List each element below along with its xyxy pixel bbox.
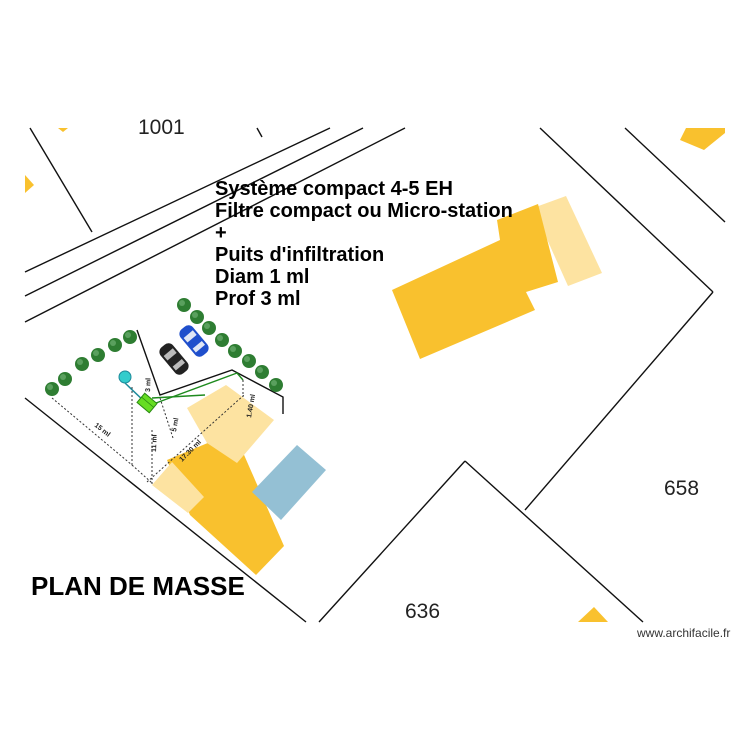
car-black xyxy=(159,343,189,375)
tree-icon xyxy=(177,298,191,312)
parcel-label-1001: 1001 xyxy=(138,116,185,139)
tree-icon xyxy=(255,365,269,379)
tree-icon xyxy=(91,348,105,362)
dimension-lines xyxy=(51,380,245,486)
note-line: Prof 3 ml xyxy=(215,288,301,310)
installation-notes: Système compact 4-5 EH Filtre compact ou… xyxy=(215,178,513,310)
note-line: Diam 1 ml xyxy=(215,266,310,288)
watermark: www.archifacile.fr xyxy=(637,626,731,640)
treatment-tank xyxy=(136,392,158,414)
house-main xyxy=(392,196,602,359)
note-line: Puits d'infiltration xyxy=(215,244,385,266)
tree-icon xyxy=(58,372,72,386)
tree-icon xyxy=(269,378,283,392)
tree-icon xyxy=(228,344,242,358)
note-line: Filtre compact ou Micro-station xyxy=(215,200,513,222)
neighbour-buildings xyxy=(25,128,725,622)
parcel-label-636: 636 xyxy=(405,600,441,623)
tree-icon xyxy=(242,354,256,368)
dim-label: 3 ml xyxy=(145,378,152,392)
dim-label: 5 ml xyxy=(171,417,180,432)
note-line: Système compact 4-5 EH xyxy=(215,178,453,200)
tree-icon xyxy=(75,357,89,371)
drain-pipes xyxy=(151,372,244,404)
tree-icon xyxy=(215,333,229,347)
tree-icon xyxy=(108,338,122,352)
dim-label: 11 ml xyxy=(151,434,159,452)
project-building xyxy=(152,385,284,575)
parcel-label-658: 658 xyxy=(664,477,700,500)
pool xyxy=(252,445,326,520)
dim-label: 1.40 ml xyxy=(246,394,257,419)
car-blue xyxy=(179,325,209,357)
tree-icon xyxy=(190,310,204,324)
tree-icon xyxy=(202,321,216,335)
hedge-trees xyxy=(45,298,283,396)
note-line: + xyxy=(215,222,227,244)
cadastre-lines xyxy=(24,127,726,623)
dim-label: 15 ml xyxy=(93,422,111,439)
plan-title: PLAN DE MASSE xyxy=(31,571,245,601)
tree-icon xyxy=(123,330,137,344)
tree-icon xyxy=(45,382,59,396)
